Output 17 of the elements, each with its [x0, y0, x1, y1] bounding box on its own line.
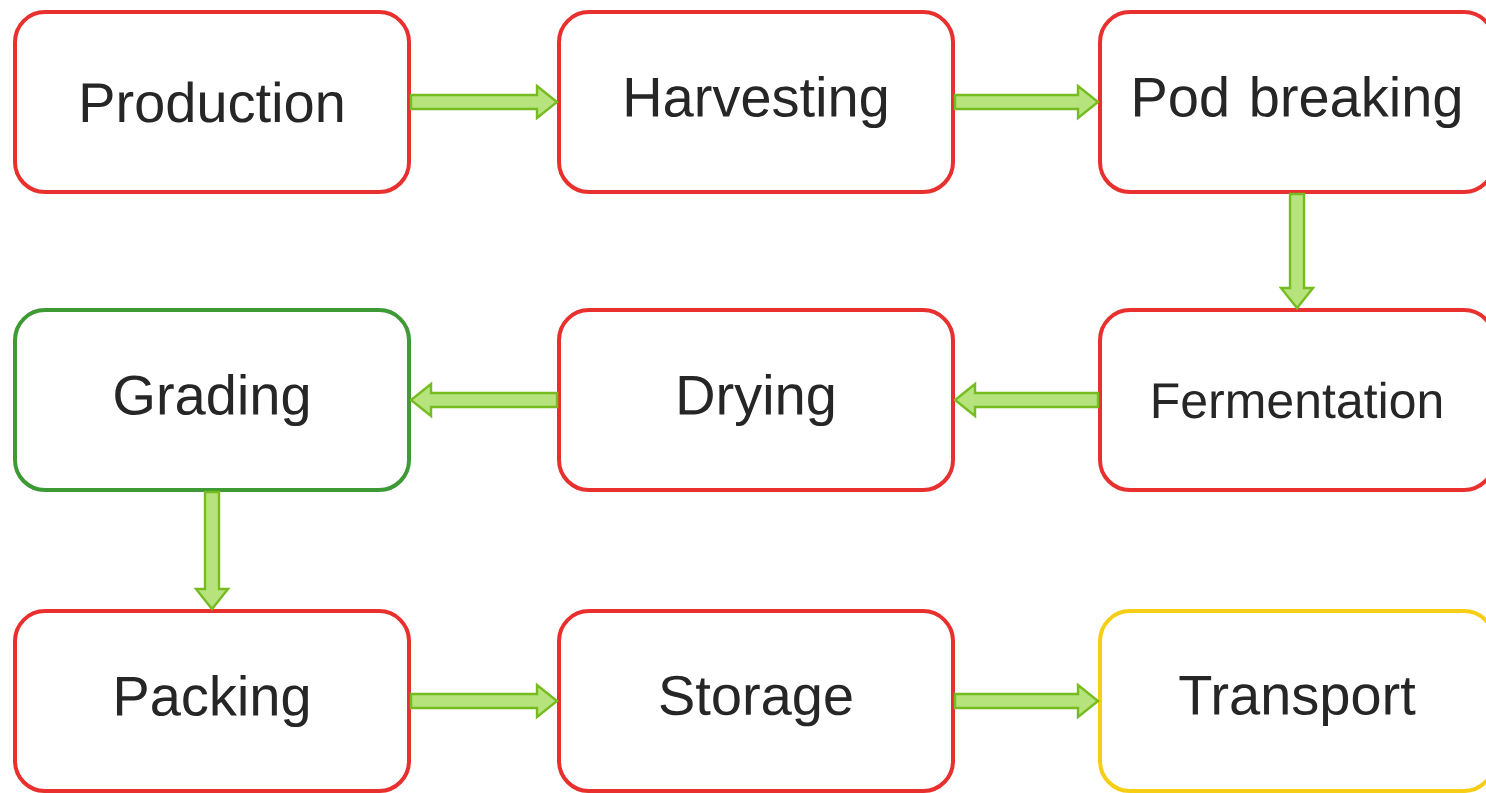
process-box: Transport	[1098, 609, 1486, 793]
arrow	[953, 83, 1100, 121]
process-box: Drying	[557, 308, 955, 492]
process-box: Production	[13, 10, 411, 194]
process-box: Packing	[13, 609, 411, 793]
process-box: Grading	[13, 308, 411, 492]
arrow	[953, 381, 1100, 419]
arrow	[409, 381, 559, 419]
process-box: Pod breaking	[1098, 10, 1486, 194]
arrow	[409, 83, 559, 121]
process-box: Fermentation	[1098, 308, 1486, 492]
process-box: Storage	[557, 609, 955, 793]
arrow	[193, 490, 231, 611]
arrow	[953, 682, 1100, 720]
arrow	[409, 682, 559, 720]
arrow	[1278, 192, 1316, 310]
process-box: Harvesting	[557, 10, 955, 194]
